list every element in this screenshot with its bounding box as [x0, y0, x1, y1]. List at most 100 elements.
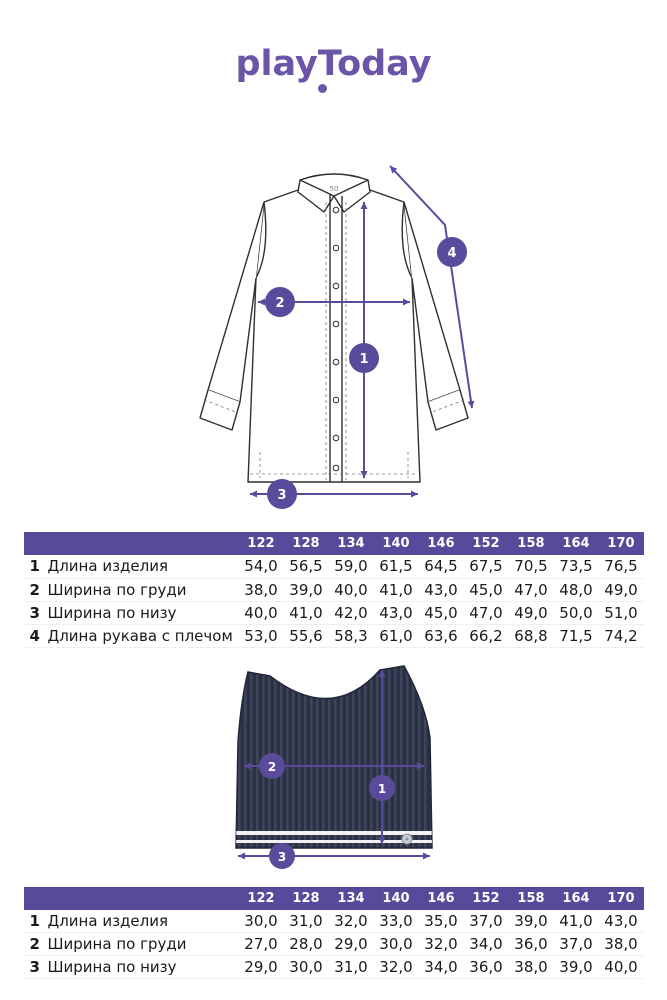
- size-column-header: 170: [598, 886, 644, 910]
- measurement-number: 1: [29, 557, 40, 576]
- crop-top-diagram: 2 1 3: [234, 664, 433, 869]
- bottom-band: [235, 830, 432, 843]
- measurement-name: Ширина по низу: [47, 958, 177, 976]
- measurement-value: 42,0: [328, 601, 374, 625]
- size-column-header: 158: [508, 886, 554, 910]
- measurement-value: 29,0: [328, 932, 374, 956]
- measurement-value: 38,0: [238, 578, 284, 602]
- measurement-value: 39,0: [283, 578, 329, 602]
- marker-1: 1: [368, 774, 395, 801]
- marker-4-label: 4: [447, 246, 456, 261]
- size-column-header: 152: [463, 886, 509, 910]
- size-column-header: 158: [508, 532, 554, 555]
- measurement-value: 40,0: [328, 578, 374, 602]
- measurement-number: 2: [29, 935, 40, 953]
- measurement-label: 1 Длина изделия: [23, 555, 239, 579]
- marker-2: 2: [264, 287, 295, 317]
- button-placket: [328, 194, 343, 482]
- measurement-value: 39,0: [553, 955, 599, 979]
- size-column-header: 128: [283, 886, 329, 910]
- collar-size-tag: 50: [329, 185, 338, 193]
- measurement-value: 64,5: [418, 555, 464, 579]
- measurement-value: 54,0: [238, 555, 284, 579]
- measurement-value: 32,0: [418, 932, 464, 956]
- measurement-value: 53,0: [238, 624, 284, 648]
- buttons: [332, 206, 339, 472]
- measurement-value: 34,0: [418, 955, 464, 979]
- measurement-value: 34,0: [463, 932, 509, 956]
- measurement-name: Длина изделия: [47, 557, 169, 576]
- measurement-value: 37,0: [553, 932, 599, 956]
- measurement-value: 61,0: [373, 624, 419, 648]
- size-column-header: 134: [328, 532, 374, 555]
- brand-button-icon: [401, 833, 412, 844]
- brand-logo-dot-icon: [317, 84, 327, 93]
- stitch-lines: [203, 202, 464, 480]
- measurement-value: 43,0: [418, 578, 464, 602]
- measurement-value: 31,0: [328, 955, 374, 979]
- measurement-number: 1: [29, 911, 40, 930]
- measurement-value: 49,0: [508, 601, 554, 625]
- measurement-value: 40,0: [598, 955, 644, 979]
- measurement-value: 71,5: [553, 624, 599, 648]
- header: playToday: [0, 0, 667, 120]
- measurement-value: 41,0: [283, 601, 329, 625]
- size-column-header: 134: [328, 886, 374, 910]
- measurement-value: 32,0: [373, 955, 419, 979]
- marker-3-label: 3: [277, 488, 286, 503]
- measurement-label: 4 Длина рукава с плечом: [23, 624, 239, 648]
- measurement-value: 30,0: [283, 955, 329, 979]
- size-column-header: 122: [238, 886, 284, 910]
- size-column-header: 128: [283, 532, 329, 555]
- measurement-value: 43,0: [598, 909, 644, 933]
- size-column-header: 152: [463, 532, 509, 555]
- marker-3: 3: [268, 842, 295, 869]
- measurement-value: 35,0: [418, 909, 464, 933]
- measurement-name: Ширина по низу: [47, 603, 177, 622]
- measurement-value: 61,5: [373, 555, 419, 579]
- size-column-header: 170: [598, 532, 644, 555]
- measurement-value: 50,0: [553, 601, 599, 625]
- measurement-name: Длина рукава с плечом: [47, 626, 233, 645]
- measurement-value: 70,5: [508, 555, 554, 579]
- measurement-number: 4: [29, 626, 40, 645]
- size-column-header: 164: [553, 886, 599, 910]
- measurement-value: 51,0: [598, 601, 644, 625]
- measurement-value: 27,0: [238, 932, 284, 956]
- arrow-sleeve-length: [388, 165, 474, 409]
- measurement-value: 56,5: [283, 555, 329, 579]
- measurement-value: 76,5: [598, 555, 644, 579]
- marker-1-label: 1: [377, 782, 385, 796]
- marker-2-label: 2: [275, 296, 284, 311]
- marker-3-label: 3: [277, 850, 285, 864]
- size-column-header: 146: [418, 886, 464, 910]
- measurement-value: 68,8: [508, 624, 554, 648]
- crop-top-figure: 2 1 3: [0, 660, 667, 879]
- marker-3: 3: [266, 479, 297, 509]
- collar-left: [296, 179, 335, 213]
- marker-2: 2: [258, 752, 285, 779]
- measurement-value: 47,0: [463, 601, 509, 625]
- shirt-figure: 50 2 1 3 4: [0, 160, 667, 524]
- measurement-value: 36,0: [508, 932, 554, 956]
- measurement-value: 41,0: [373, 578, 419, 602]
- shirt-diagram: 50 2 1 3 4: [198, 165, 474, 509]
- measurement-number: 2: [29, 580, 40, 599]
- measurement-value: 58,3: [328, 624, 374, 648]
- measurement-value: 63,6: [418, 624, 464, 648]
- size-column-header: 146: [418, 532, 464, 555]
- brand-logo-text: playToday: [235, 44, 432, 84]
- measurement-value: 32,0: [328, 909, 374, 933]
